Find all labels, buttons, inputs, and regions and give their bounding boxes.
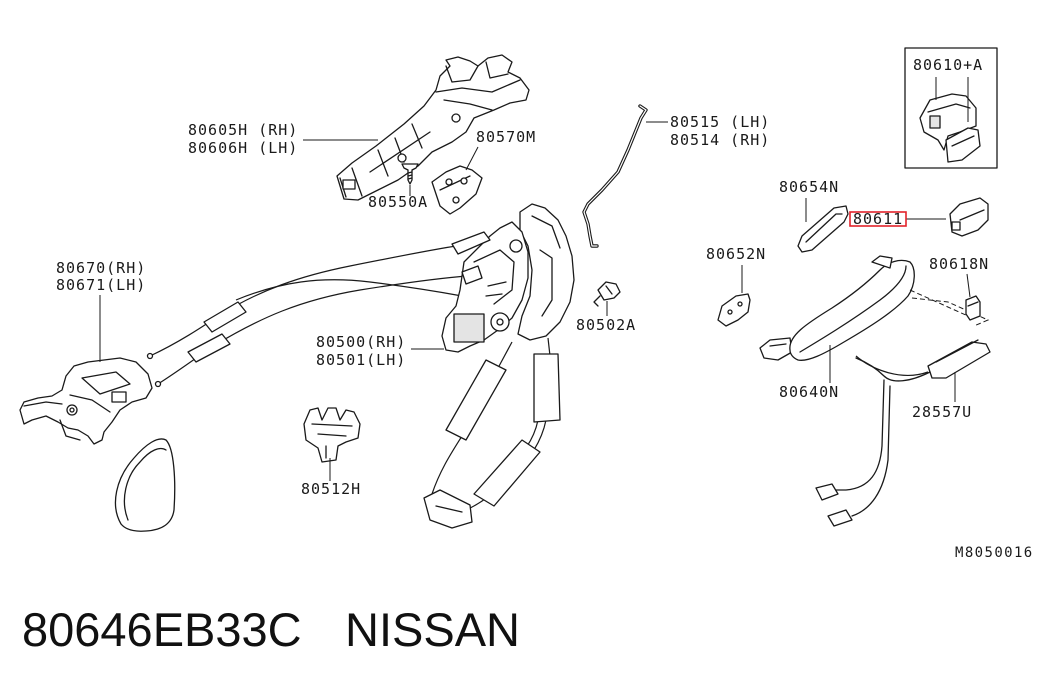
label-80611: 80611 (853, 210, 903, 228)
lock-rod (582, 104, 648, 248)
part-number: 80646EB33C (22, 603, 302, 656)
label-80618n: 80618N (929, 255, 989, 273)
label-80605h-rh: 80605H (RH) (188, 121, 298, 139)
rod-clip (593, 281, 621, 307)
label-80606h-lh: 80606H (LH) (188, 139, 298, 157)
outside-handle-bracket (336, 54, 530, 201)
label-80550a: 80550A (368, 193, 428, 211)
key-cylinder-set (904, 47, 998, 169)
leader-line (966, 273, 971, 298)
label-80654n: 80654N (779, 178, 839, 196)
label-80671-lh: 80671(LH) (56, 276, 146, 294)
lock-plate (431, 165, 483, 215)
leader-lines (99, 77, 971, 481)
label-80514-rh: 80514 (RH) (670, 131, 770, 149)
cable-sleeve (146, 301, 247, 388)
outside-handle (759, 255, 915, 361)
cable-clip (303, 407, 361, 463)
label-80512h: 80512H (301, 480, 361, 498)
label-80640n: 80640N (779, 383, 839, 401)
brand-name: NISSAN (345, 603, 520, 656)
remote-cables (149, 245, 469, 385)
screw (401, 163, 419, 185)
label-80502a: 80502A (576, 316, 636, 334)
leader-line (465, 146, 479, 171)
label-80670-rh: 80670(RH) (56, 259, 146, 277)
label-80500-rh: 80500(RH) (316, 333, 406, 351)
inside-handle (19, 357, 153, 445)
label-80652n: 80652N (706, 245, 766, 263)
handle-gasket-plate (717, 293, 751, 327)
figure-id: M8050016 (955, 545, 1034, 561)
handle-clip (965, 295, 981, 321)
highlight-box (849, 211, 907, 227)
label-80501-lh: 80501(LH) (316, 351, 406, 369)
label-28557u: 28557U (912, 403, 972, 421)
label-80515-lh: 80515 (LH) (670, 113, 770, 131)
handle-gasket (797, 205, 849, 253)
door-lock-assembly (441, 203, 575, 353)
label-80610a: 80610+A (913, 56, 983, 74)
wire-sleeve (423, 353, 561, 529)
handle-cap (949, 197, 989, 237)
label-80570m: 80570M (476, 128, 536, 146)
antenna-harness (815, 339, 991, 527)
handle-escutcheon (114, 438, 176, 532)
